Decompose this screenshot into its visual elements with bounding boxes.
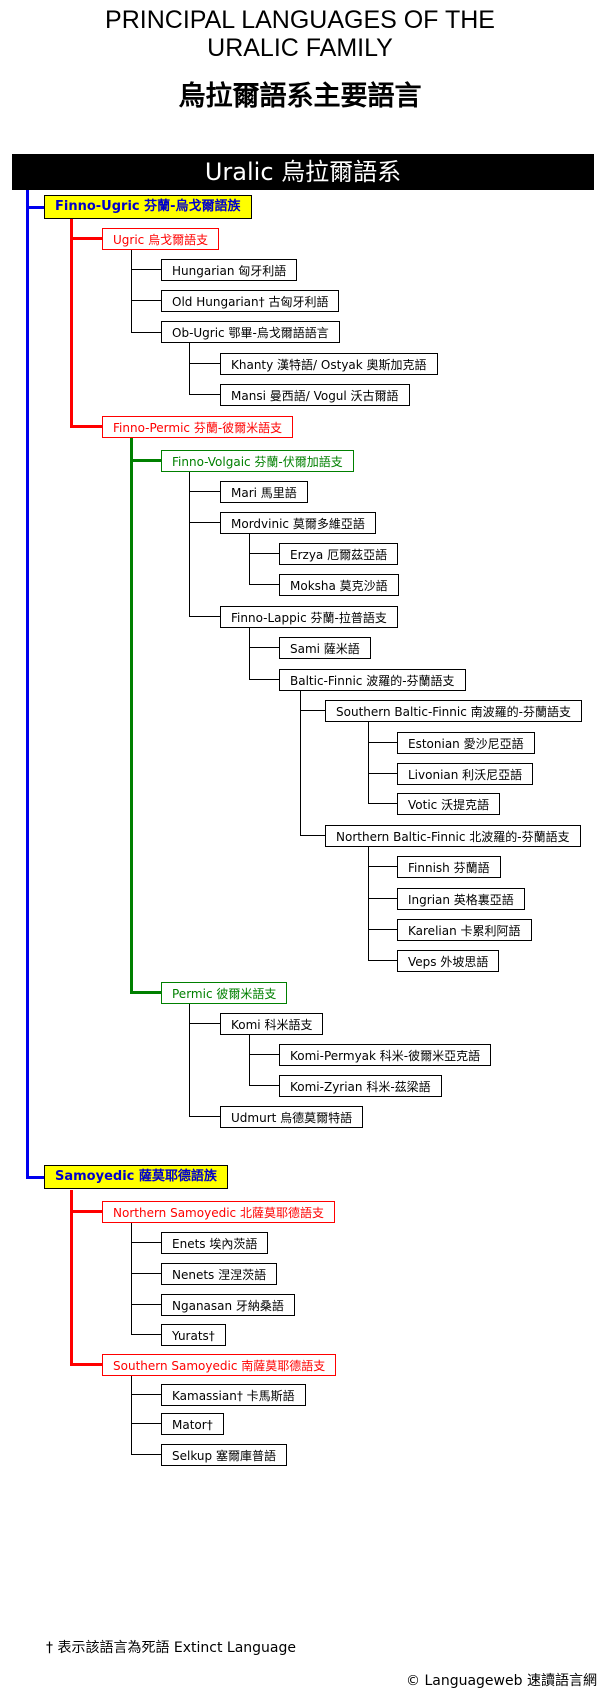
node-ingrian: Ingrian 英格裏亞語 xyxy=(397,888,525,910)
root-node-uralic: Uralic 烏拉爾語系 xyxy=(12,154,594,190)
node-moksha: Moksha 莫克沙語 xyxy=(279,574,399,596)
node-samoyedic: Samoyedic 薩莫耶德語族 xyxy=(44,1165,228,1189)
node-votic: Votic 沃提克語 xyxy=(397,793,501,815)
node-estonian: Estonian 愛沙尼亞語 xyxy=(397,732,535,754)
node-old-hungarian: Old Hungarian† 古匈牙利語 xyxy=(161,290,340,312)
node-erzya: Erzya 厄爾茲亞語 xyxy=(279,543,399,565)
title-chinese: 烏拉爾語系主要語言 xyxy=(178,81,422,112)
node-nenets: Nenets 涅涅茨語 xyxy=(161,1263,278,1285)
title-line-1: PRINCIPAL LANGUAGES OF THE xyxy=(105,6,495,34)
node-enets: Enets 埃內茨語 xyxy=(161,1232,269,1254)
node-permic: Permic 彼爾米語支 xyxy=(161,982,288,1004)
node-northern-samoyedic: Northern Samoyedic 北薩莫耶德語支 xyxy=(102,1201,335,1223)
node-finnish: Finnish 芬蘭語 xyxy=(397,856,501,878)
node-kamassian: Kamassian† 卡馬斯語 xyxy=(161,1384,306,1406)
node-finno-ugric: Finno-Ugric 芬蘭-烏戈爾語族 xyxy=(44,195,252,219)
node-livonian: Livonian 利沃尼亞語 xyxy=(397,763,534,785)
node-northern-baltic-finnic: Northern Baltic-Finnic 北波羅的-芬蘭語支 xyxy=(325,825,581,847)
node-baltic-finnic: Baltic-Finnic 波羅的-芬蘭語支 xyxy=(279,669,466,691)
node-finno-volgaic: Finno-Volgaic 芬蘭-伏爾加語支 xyxy=(161,450,354,472)
node-yurats: Yurats† xyxy=(161,1324,226,1346)
node-komi-zyrian: Komi-Zyrian 科米-茲梁語 xyxy=(279,1075,442,1097)
node-nganasan: Nganasan 牙納桑語 xyxy=(161,1294,295,1316)
node-komi-permyak: Komi-Permyak 科米-彼爾米亞克語 xyxy=(279,1044,492,1066)
node-southern-baltic-finnic: Southern Baltic-Finnic 南波羅的-芬蘭語支 xyxy=(325,700,582,722)
node-sami: Sami 薩米語 xyxy=(279,637,371,659)
node-finno-lappic: Finno-Lappic 芬蘭-拉普語支 xyxy=(220,606,398,628)
node-mordvinic: Mordvinic 莫爾多維亞語 xyxy=(220,512,376,534)
node-ob-ugric: Ob-Ugric 鄂畢-烏戈爾語語言 xyxy=(161,321,340,343)
node-ugric: Ugric 烏戈爾語支 xyxy=(102,228,220,250)
node-mari: Mari 馬里語 xyxy=(220,481,308,503)
title-line-2: URALIC FAMILY xyxy=(207,34,393,62)
node-selkup: Selkup 塞爾庫普語 xyxy=(161,1444,287,1466)
node-udmurt: Udmurt 烏德莫爾特語 xyxy=(220,1106,364,1128)
node-veps: Veps 外坡思語 xyxy=(397,950,500,972)
extinct-legend: † 表示該語言為死語 Extinct Language xyxy=(46,1640,297,1656)
node-mansi: Mansi 曼西語/ Vogul 沃古爾語 xyxy=(220,384,410,406)
copyright-notice: © Languageweb 速讀語言網 xyxy=(406,1673,597,1689)
node-finno-permic: Finno-Permic 芬蘭-彼爾米語支 xyxy=(102,416,294,438)
node-khanty: Khanty 漢特語/ Ostyak 奧斯加克語 xyxy=(220,353,438,375)
node-hungarian: Hungarian 匈牙利語 xyxy=(161,259,298,281)
node-southern-samoyedic: Southern Samoyedic 南薩莫耶德語支 xyxy=(102,1354,337,1376)
node-mator: Mator† xyxy=(161,1413,224,1435)
node-komi: Komi 科米語支 xyxy=(220,1013,324,1035)
node-karelian: Karelian 卡累利阿語 xyxy=(397,919,532,941)
